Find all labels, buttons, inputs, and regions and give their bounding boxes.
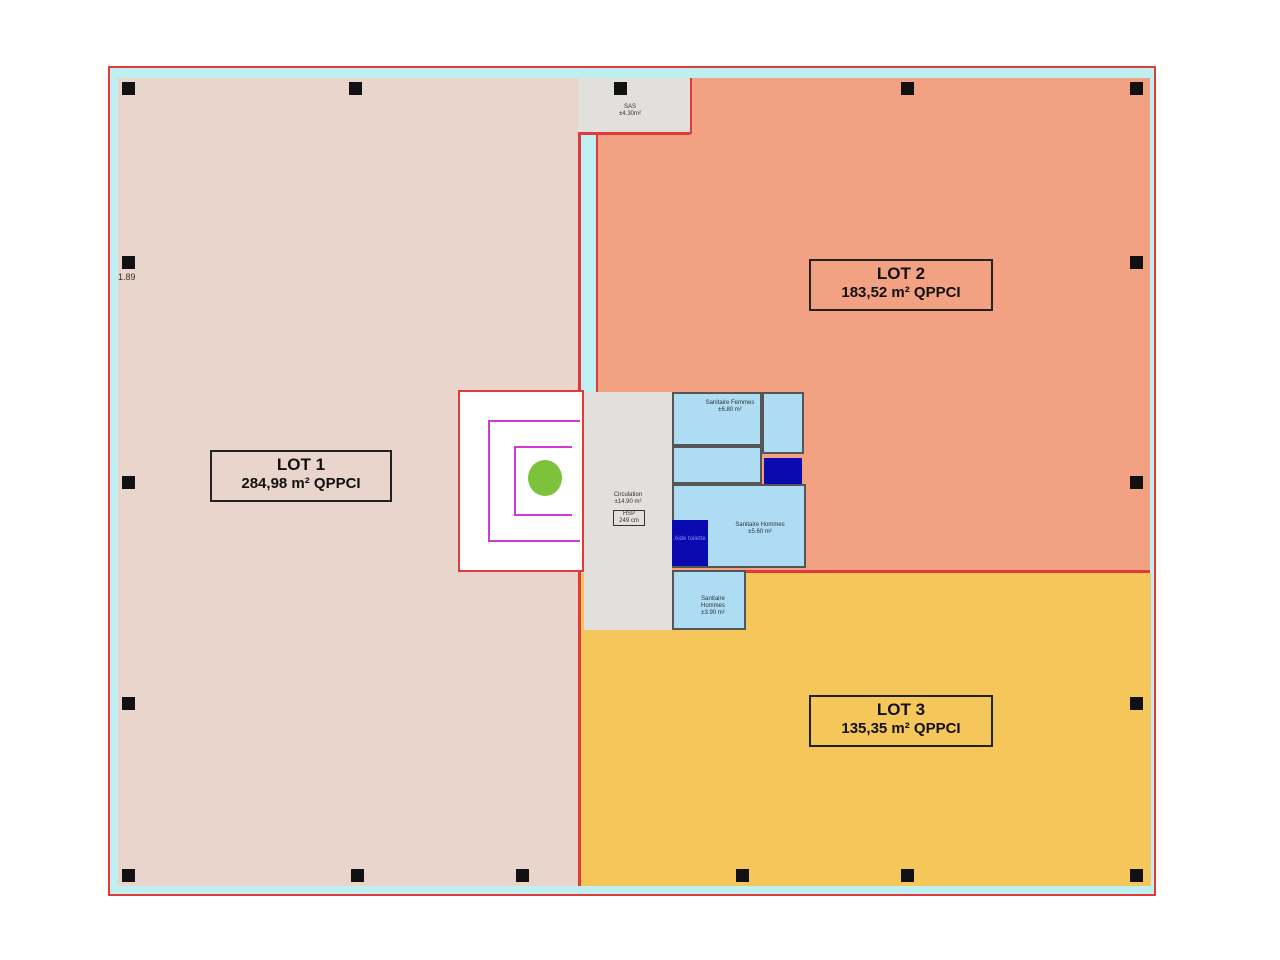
structural-column — [122, 697, 135, 710]
structural-column — [516, 869, 529, 882]
sanitaire-hommes-2 — [672, 570, 746, 630]
wc-cabin — [762, 392, 804, 454]
sas-label: SAS±4.30m² — [619, 104, 641, 117]
structural-column — [351, 869, 364, 882]
circulation-label: Circulation±14.90 m² — [613, 492, 643, 505]
dimension-label: 1.89 — [118, 272, 136, 282]
structural-column — [1130, 476, 1143, 489]
sanitaire-hommes-2-label: Sanitaire Hommes±3.90 m² — [700, 596, 725, 616]
structural-column — [1130, 256, 1143, 269]
structural-column — [1130, 869, 1143, 882]
stair-inner — [514, 446, 572, 516]
structural-column — [349, 82, 362, 95]
structural-column — [901, 82, 914, 95]
sas-room — [578, 78, 690, 135]
structural-column — [122, 82, 135, 95]
sanitaire-hommes-1-label: Sanitaire Hommes±5.60 m² — [735, 522, 785, 535]
stair-outline — [488, 420, 580, 542]
lot-2-area-top — [690, 78, 1150, 134]
aide-toilette: Aide toilette — [672, 520, 708, 566]
structural-column — [736, 869, 749, 882]
structural-column — [1130, 82, 1143, 95]
structural-column — [614, 82, 627, 95]
wc-femmes — [672, 446, 762, 484]
sanitaire-femmes — [672, 392, 762, 446]
sanitaire-femmes-label: Sanitaire Femmes±6.80 m² — [705, 400, 755, 413]
structural-column — [901, 869, 914, 882]
structural-column — [1130, 697, 1143, 710]
structural-column — [122, 869, 135, 882]
circulation-room — [584, 392, 672, 630]
structural-column — [122, 256, 135, 269]
structural-column — [122, 476, 135, 489]
plant-icon — [528, 460, 562, 496]
